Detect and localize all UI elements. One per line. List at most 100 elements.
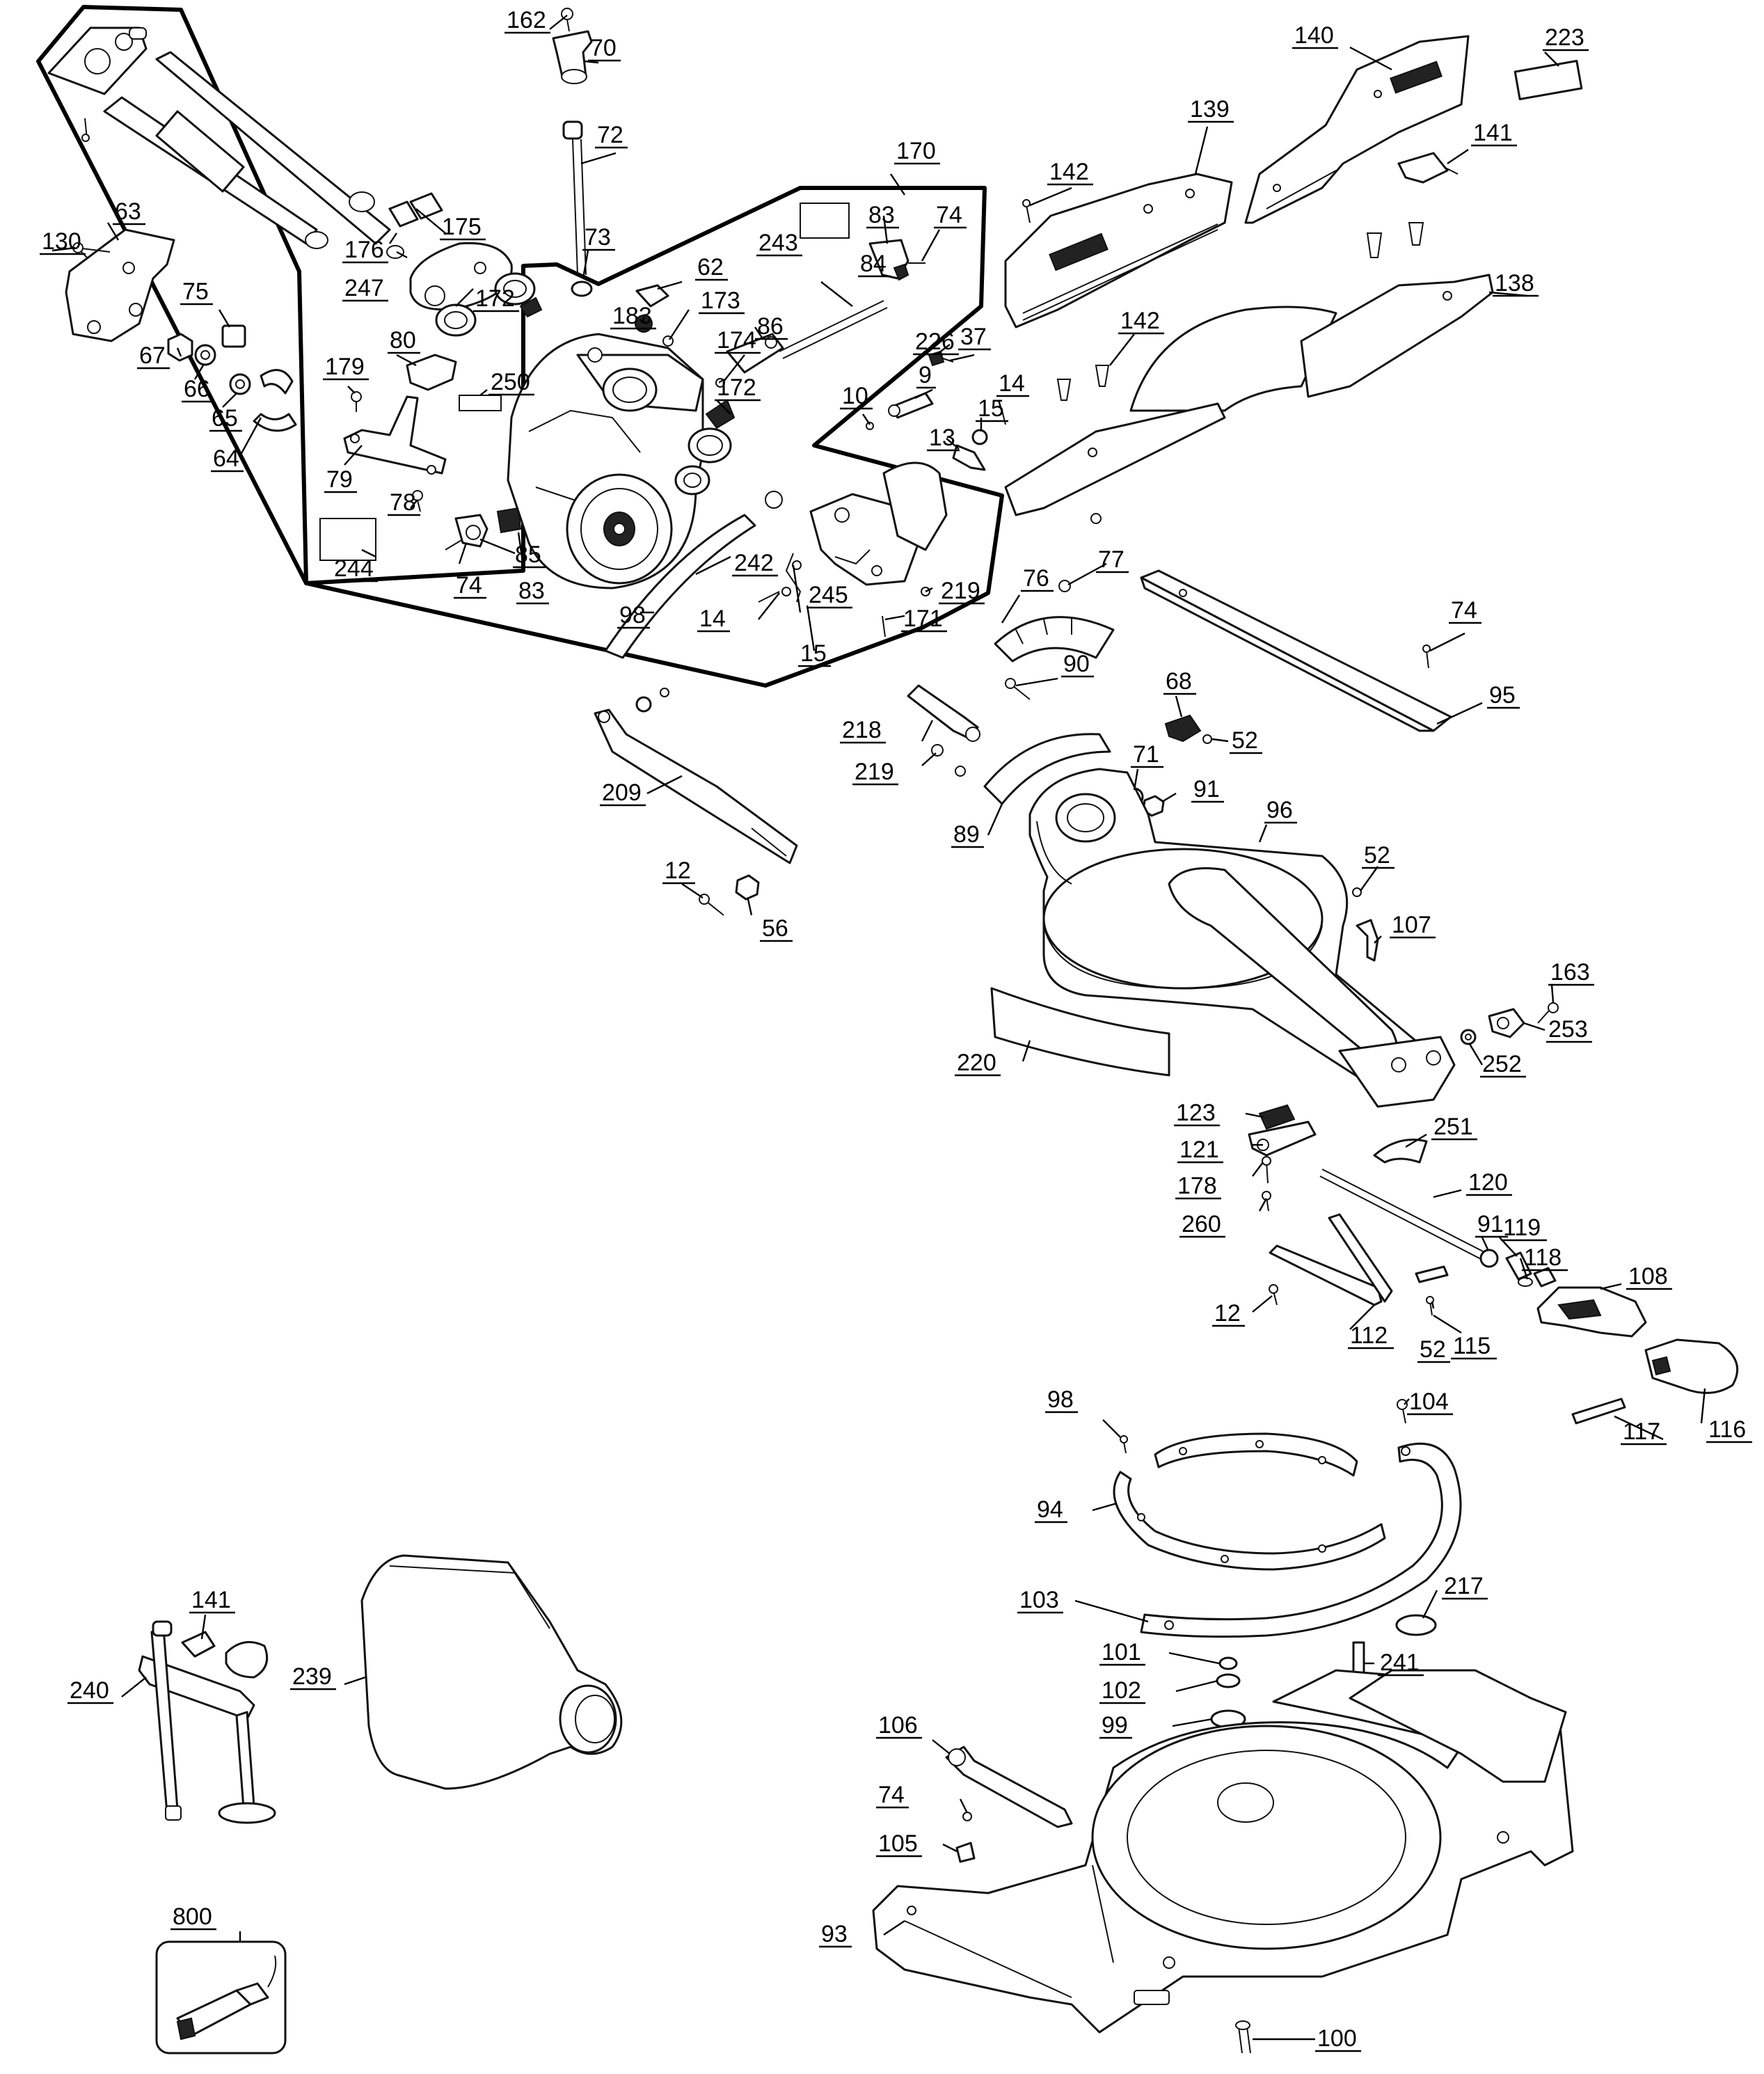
plates-175-176 xyxy=(386,192,543,337)
handle-rod-70-72 xyxy=(552,8,593,297)
callout-label-pin: 173 xyxy=(701,287,740,314)
callout-label-screw: 74 xyxy=(936,202,962,228)
callout-label-screw: 74 xyxy=(456,572,482,599)
bracket-63 xyxy=(65,228,175,342)
callout-label-pin: 117 xyxy=(1623,1418,1660,1445)
link-112 xyxy=(1269,1213,1449,1316)
callout-label-lever: 13 xyxy=(929,425,955,451)
callout-label-screw: 219 xyxy=(941,578,980,604)
callout-label-clamp: 240 xyxy=(70,1677,109,1704)
laser-kit-800 xyxy=(155,1940,287,2055)
dust-bag-239 xyxy=(360,1554,623,1790)
callout-label-washer: 102 xyxy=(1102,1677,1141,1704)
callout-label-base: 93 xyxy=(821,1921,848,1947)
motor-housing xyxy=(507,333,736,589)
leader-lines xyxy=(51,15,1706,2041)
fence-base-95 xyxy=(1140,569,1452,732)
callout-label-bevel-scale: 89 xyxy=(953,821,980,848)
callout-label-dust-bag: 239 xyxy=(292,1663,332,1690)
callout-label-washer: 247 xyxy=(344,275,384,301)
callout-label-screw: 74 xyxy=(878,1782,905,1808)
rear-guard-140 xyxy=(1244,35,1470,224)
callout-label-fence-base: 95 xyxy=(1489,682,1516,709)
callout-label-screw: 12 xyxy=(665,857,691,884)
callout-label-knob: 68 xyxy=(1166,668,1192,695)
callout-label-detent-plate: 103 xyxy=(1019,1587,1059,1613)
callout-label-nut: 91 xyxy=(1477,1211,1504,1237)
handle-parts-108-116 xyxy=(1479,1249,1739,1425)
callout-label-screw: 90 xyxy=(1063,651,1090,677)
callout-label-label: 223 xyxy=(1545,24,1584,51)
bracket-251 xyxy=(1373,1139,1428,1164)
carriage-rails xyxy=(47,26,391,249)
callout-label-laser-kit: 800 xyxy=(173,1903,212,1930)
callout-label-label: 244 xyxy=(334,555,374,582)
callout-label-handle-knob: 70 xyxy=(590,35,617,61)
callout-label-screw: 52 xyxy=(1364,842,1390,869)
callout-label-shaft: 9 xyxy=(919,362,932,388)
callout-label-screw: 14 xyxy=(999,370,1025,397)
callout-label-spring: 183 xyxy=(612,303,652,329)
clip-105 xyxy=(955,1812,976,1863)
callout-label-pivot-shaft: 218 xyxy=(842,717,882,743)
callout-label-motor-assembly-group: 170 xyxy=(896,138,936,164)
pivot-shaft-218 xyxy=(907,684,980,777)
callout-label-knob: 253 xyxy=(1548,1016,1588,1043)
callout-label-nut: 226 xyxy=(915,328,955,355)
callout-label-knob: 141 xyxy=(191,1587,231,1613)
callout-label-handle-bracket: 108 xyxy=(1628,1263,1668,1290)
callout-label-shaft: 84 xyxy=(860,251,887,277)
callout-label-ring: 94 xyxy=(1037,1496,1063,1523)
callout-label-screw: 100 xyxy=(1317,2025,1357,2052)
callout-label-screw: 179 xyxy=(325,354,365,380)
detent-plate-103 xyxy=(1140,1399,1462,1638)
callout-label-fence-right: 138 xyxy=(1495,270,1534,296)
callout-label-screw: 12 xyxy=(1214,1300,1241,1327)
callout-label-rod: 120 xyxy=(1468,1169,1508,1196)
callout-label-spring: 172 xyxy=(475,285,515,312)
disc-217 xyxy=(1395,1614,1437,1636)
callout-label-screw: 78 xyxy=(390,489,416,516)
callout-label-bracket: 171 xyxy=(903,605,943,632)
spring-clip-107 xyxy=(1352,887,1559,1045)
callout-label-pin: 241 xyxy=(1380,1649,1420,1676)
label-223 xyxy=(1513,59,1583,101)
rod-120 xyxy=(1319,1169,1486,1260)
callout-label-rear-guard: 140 xyxy=(1294,22,1334,49)
callout-label-scale: 76 xyxy=(1023,565,1049,592)
callout-label-screw: 14 xyxy=(699,605,726,632)
callout-label-nut: 91 xyxy=(1193,776,1220,802)
callout-label-nut: 56 xyxy=(762,915,788,942)
nut-block-75 xyxy=(221,324,246,348)
callout-label-bushing: 119 xyxy=(1503,1214,1541,1241)
callout-label-spring: 85 xyxy=(515,541,541,568)
callout-label-knob: 141 xyxy=(1473,120,1513,146)
callout-label-plate: 175 xyxy=(442,214,482,240)
callout-label-screw: 219 xyxy=(855,759,894,785)
callout-label-label: 243 xyxy=(758,230,798,256)
callout-label-washer: 65 xyxy=(212,405,238,432)
bevel-scale-89 xyxy=(983,733,1111,805)
fence-138 xyxy=(1004,274,1494,524)
callout-label-spring: 172 xyxy=(717,374,756,401)
bracket-171 xyxy=(604,461,948,659)
latch-83-lower xyxy=(445,507,522,551)
screw-90 xyxy=(1005,678,1031,700)
base-93 xyxy=(872,1669,1574,2034)
callout-label-bracket: 251 xyxy=(1433,1114,1473,1140)
callout-label-nut: 71 xyxy=(1133,741,1159,768)
kerf-plate-220 xyxy=(990,987,1170,1077)
callout-label-rod: 72 xyxy=(597,122,623,148)
callout-label-bushing: 176 xyxy=(344,237,384,263)
wrench-106 xyxy=(945,1746,1073,1828)
callout-label-nut-block: 75 xyxy=(182,278,209,305)
callout-label-washer: 15 xyxy=(978,395,1004,422)
turntable-arm-96 xyxy=(1028,768,1456,1108)
callout-label-fence-left: 139 xyxy=(1190,96,1230,122)
callout-label-nut: 67 xyxy=(139,342,166,369)
screw-100 xyxy=(1235,2020,1251,2054)
ring-94 xyxy=(1113,1432,1386,1571)
callout-label-bracket: 80 xyxy=(390,327,416,354)
washers-99-102 xyxy=(1210,1641,1365,1729)
callout-label-screw: 37 xyxy=(960,324,987,350)
